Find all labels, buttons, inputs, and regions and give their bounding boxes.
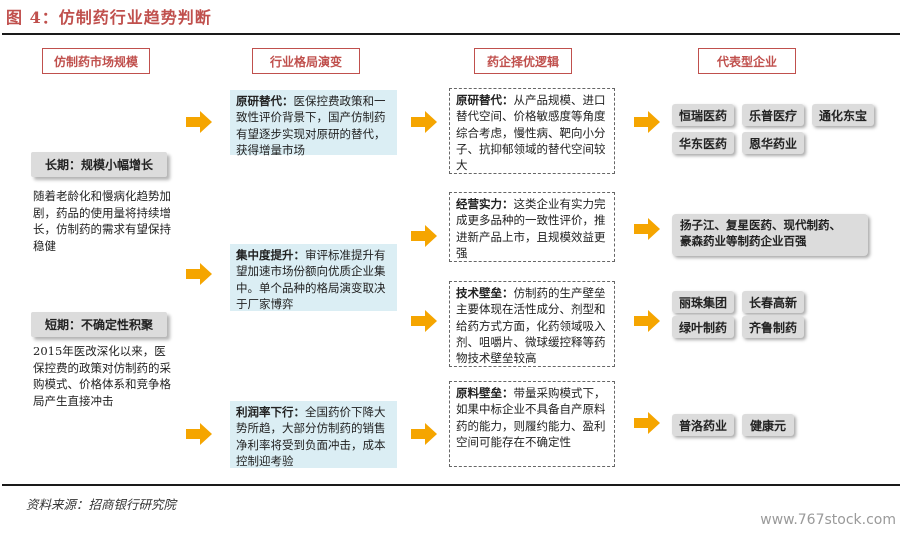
logic-box-operating-strength: 经营实力：这类企业有实力完成更多品种的一致性评价，推进新产品上市，且规模效益更强 xyxy=(449,192,615,262)
evolution-box-concentration: 集中度提升：审评标准提升有望加速市场份额向优质企业集中。单个品种的格局演变取决于… xyxy=(230,244,397,311)
company-chip-line: 豪森药业等制药企业百强 xyxy=(680,234,807,248)
company-chip: 齐鲁制药 xyxy=(742,316,804,338)
arrow-right-icon xyxy=(411,310,437,332)
figure-title: 图 4：仿制药行业趋势判断 xyxy=(6,8,212,27)
short-term-text: 2015年医改深化以来，医保控费的政策对仿制药的采购模式、价格体系和竞争格局产生… xyxy=(33,344,171,408)
company-chip: 绿叶制药 xyxy=(672,316,734,338)
company-chip: 普洛药业 xyxy=(672,414,734,436)
evolution-box-margin: 利润率下行：全国药价下降大势所趋，大部分仿制药的销售净利率将受到负面冲击，成本控… xyxy=(230,401,397,468)
logic-box-label: 原料壁垒： xyxy=(456,386,514,400)
company-chip-line: 扬子江、复星医药、现代制药、 xyxy=(680,218,841,232)
arrow-right-icon xyxy=(186,111,212,133)
source-note: 资料来源：招商银行研究院 xyxy=(26,497,177,512)
company-chip: 华东医药 xyxy=(672,132,734,154)
evolution-box-substitution: 原研替代：医保控费政策和一致性评价背景下，国产仿制药有望逐步实现对原研的替代，获… xyxy=(230,90,397,157)
evolution-box-label: 利润率下行： xyxy=(236,405,305,419)
header-selection-logic: 药企择优逻辑 xyxy=(474,48,572,74)
logic-box-text: 这类企业有实力完成更多品种的一致性评价，推进新产品上市，且规模效益更强 xyxy=(456,197,606,260)
evolution-box-label: 原研替代： xyxy=(236,94,294,108)
header-industry-evolution: 行业格局演变 xyxy=(252,48,360,74)
company-chip: 恒瑞医药 xyxy=(672,104,734,126)
arrow-right-icon xyxy=(411,111,437,133)
company-chip: 长春高新 xyxy=(742,291,804,313)
company-chip-wide: 扬子江、复星医药、现代制药、 豪森药业等制药企业百强 xyxy=(672,214,868,256)
evolution-box-label: 集中度提升： xyxy=(236,248,305,262)
arrow-right-icon xyxy=(634,218,660,240)
logic-box-technical-barrier: 技术壁垒：仿制药的生产壁垒主要体现在活性成分、剂型和给药方式方面，化药领域吸入剂… xyxy=(449,281,615,367)
long-term-text: 随着老龄化和慢病化趋势加剧，药品的使用量将持续增长，仿制药的需求有望保持稳健 xyxy=(33,189,171,253)
watermark: www.767stock.com xyxy=(760,512,896,528)
long-term-label: 长期：规模小幅增长 xyxy=(31,152,167,177)
evolution-box-text: 审评标准提升有望加速市场份额向优质企业集中。单个品种的格局演变取决于厂家博弈 xyxy=(236,248,386,311)
arrow-right-icon xyxy=(634,310,660,332)
company-chip: 健康元 xyxy=(742,414,794,436)
company-chip: 乐普医疗 xyxy=(742,104,804,126)
company-chip: 通化东宝 xyxy=(812,104,874,126)
short-term-label: 短期：不确定性积聚 xyxy=(31,312,167,337)
arrow-right-icon xyxy=(411,423,437,445)
bottom-rule xyxy=(2,484,900,486)
logic-box-label: 技术壁垒： xyxy=(456,286,514,300)
header-market-size: 仿制药市场规模 xyxy=(42,48,150,74)
logic-box-raw-material-barrier: 原料壁垒：带量采购模式下，如果中标企业不具备自产原料药的能力，则履约能力、盈利空… xyxy=(449,381,615,467)
arrow-right-icon xyxy=(411,225,437,247)
logic-box-text: 从产品规模、进口替代空间、价格敏感度等角度综合考虑，慢性病、靶向小分子、抗抑郁领… xyxy=(456,93,606,173)
top-rule xyxy=(2,33,900,35)
evolution-box-text: 全国药价下降大势所趋，大部分仿制药的销售净利率将受到负面冲击，成本控制迎考验 xyxy=(236,405,386,468)
arrow-right-icon xyxy=(186,263,212,285)
logic-box-label: 经营实力： xyxy=(456,197,514,211)
logic-box-text: 仿制药的生产壁垒主要体现在活性成分、剂型和给药方式方面，化药领域吸入剂、咀嚼片、… xyxy=(456,286,606,366)
arrow-right-icon xyxy=(634,111,660,133)
header-representative-companies: 代表型企业 xyxy=(698,48,796,74)
evolution-box-text: 医保控费政策和一致性评价背景下，国产仿制药有望逐步实现对原研的替代，获得增量市场 xyxy=(236,94,386,157)
company-chip: 恩华药业 xyxy=(742,132,804,154)
logic-box-text: 带量采购模式下，如果中标企业不具备自产原料药的能力，则履约能力、盈利空间可能存在… xyxy=(456,386,606,449)
company-chip: 丽珠集团 xyxy=(672,291,734,313)
logic-box-label: 原研替代： xyxy=(456,93,514,107)
arrow-right-icon xyxy=(186,423,212,445)
arrow-right-icon xyxy=(634,412,660,434)
logic-box-substitution: 原研替代：从产品规模、进口替代空间、价格敏感度等角度综合考虑，慢性病、靶向小分子… xyxy=(449,88,615,174)
